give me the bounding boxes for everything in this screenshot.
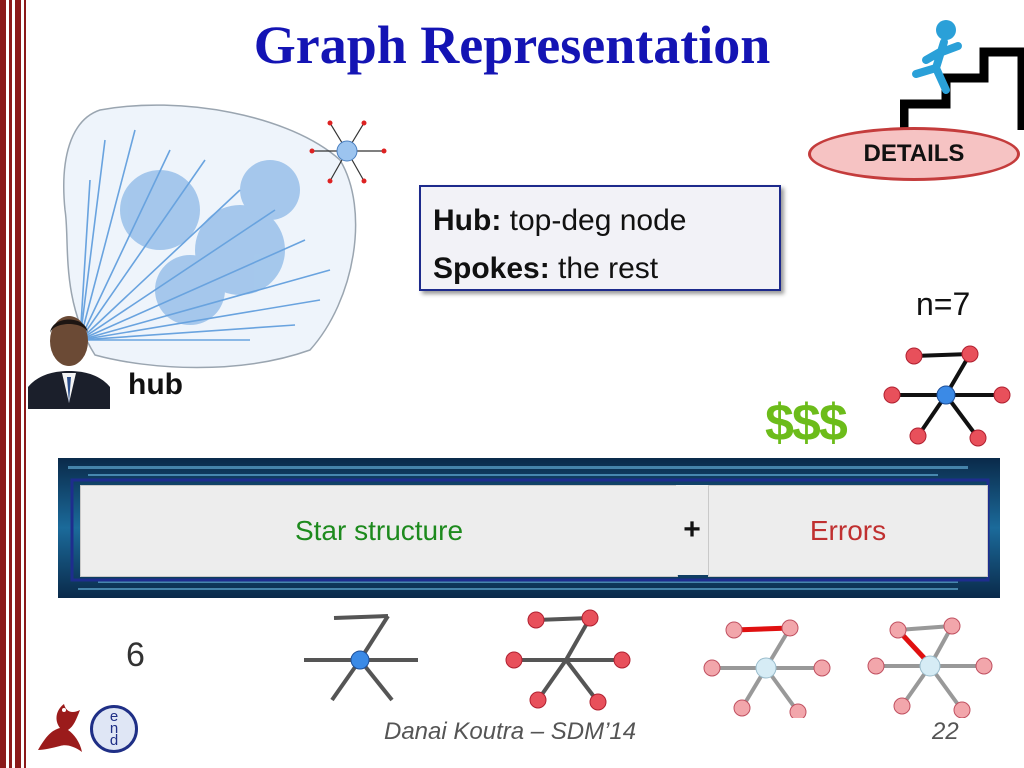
star-graph-red-nodes — [505, 609, 631, 711]
end-button[interactable]: e n d — [90, 705, 138, 753]
star-graph-error-edge-2 — [867, 617, 993, 718]
details-button[interactable]: DETAILS — [808, 127, 1020, 181]
footer-author: Danai Koutra – SDM’14 — [384, 718, 637, 745]
slide-title: Graph Representation — [253, 15, 771, 75]
hub-text: top-deg node — [501, 204, 687, 237]
hub-label: hub — [128, 368, 183, 401]
griffin-logo-icon — [38, 704, 82, 752]
hub-definition: Hub: top-deg node — [433, 197, 767, 245]
cost-label: $$$ — [765, 394, 848, 452]
hub-term: Hub: — [433, 204, 502, 237]
network-graph — [63, 104, 357, 369]
errors-box: Errors — [708, 485, 988, 577]
n-label: n=7 — [916, 286, 971, 322]
star-graph-error-edge-1 — [703, 619, 831, 718]
small-star-graph — [309, 120, 387, 184]
plus-sign: + — [676, 485, 708, 575]
spokes-text: the rest — [549, 252, 659, 285]
hub-person-photo — [28, 316, 110, 409]
page-number: 22 — [932, 718, 959, 745]
star-graph-plain — [304, 614, 418, 702]
left-border-bars — [0, 0, 26, 768]
star-graph-n7 — [883, 345, 1011, 447]
spokes-term: Spokes: — [433, 252, 550, 285]
definition-box: Hub: top-deg node Spokes: the rest — [419, 185, 781, 291]
spokes-definition: Spokes: the rest — [433, 245, 767, 293]
end-letter: n — [109, 720, 119, 737]
end-letter: e — [109, 708, 119, 725]
count-label: 6 — [126, 636, 145, 674]
stairs-runner-icon — [900, 20, 1024, 130]
end-letter: d — [109, 732, 119, 749]
star-structure-box: Star structure — [80, 485, 678, 577]
